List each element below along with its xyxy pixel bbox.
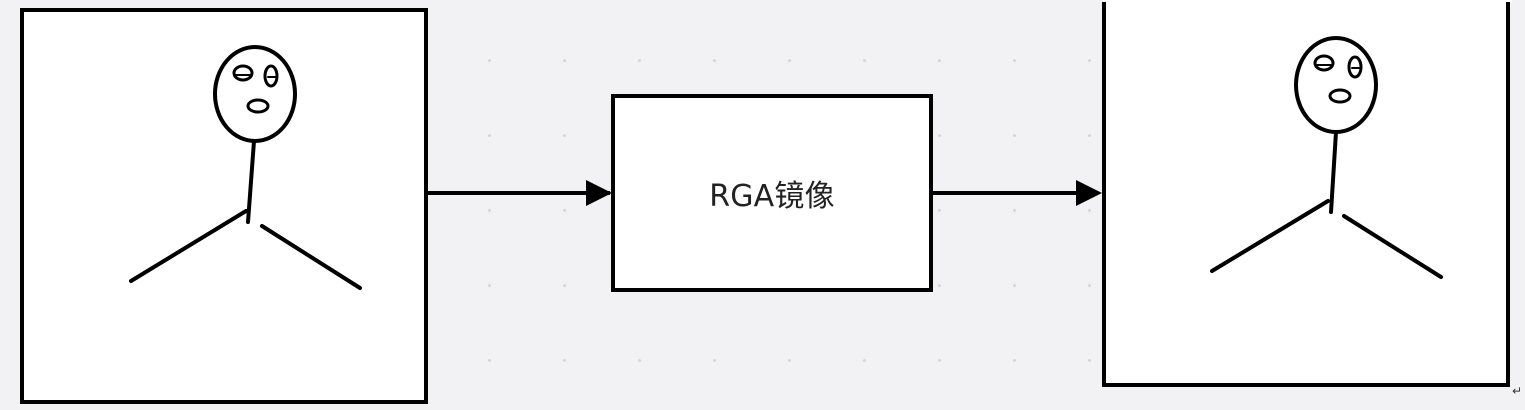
output-left-eye — [1313, 54, 1335, 72]
input-left-eye — [232, 64, 254, 82]
arrowhead-2 — [1076, 180, 1102, 206]
input-left-arm — [129, 209, 248, 283]
arrowhead-1 — [586, 180, 612, 206]
output-right-arm — [1342, 214, 1443, 279]
output-mouth — [1328, 88, 1352, 104]
output-right-eye — [1347, 55, 1363, 79]
output-left-arm — [1210, 199, 1330, 273]
process-label: RGA镜像 — [709, 179, 835, 214]
output-body — [1329, 130, 1338, 214]
output-stick-figure — [1210, 36, 1443, 279]
input-body — [246, 139, 256, 224]
input-image-panel — [20, 8, 428, 404]
input-stick-figure — [129, 45, 362, 290]
input-mouth — [246, 98, 270, 114]
input-right-eye — [263, 64, 279, 88]
output-image-panel — [1102, 0, 1512, 387]
return-mark: ↵ — [1512, 384, 1523, 398]
process-box — [611, 94, 933, 292]
input-right-arm — [260, 224, 362, 290]
